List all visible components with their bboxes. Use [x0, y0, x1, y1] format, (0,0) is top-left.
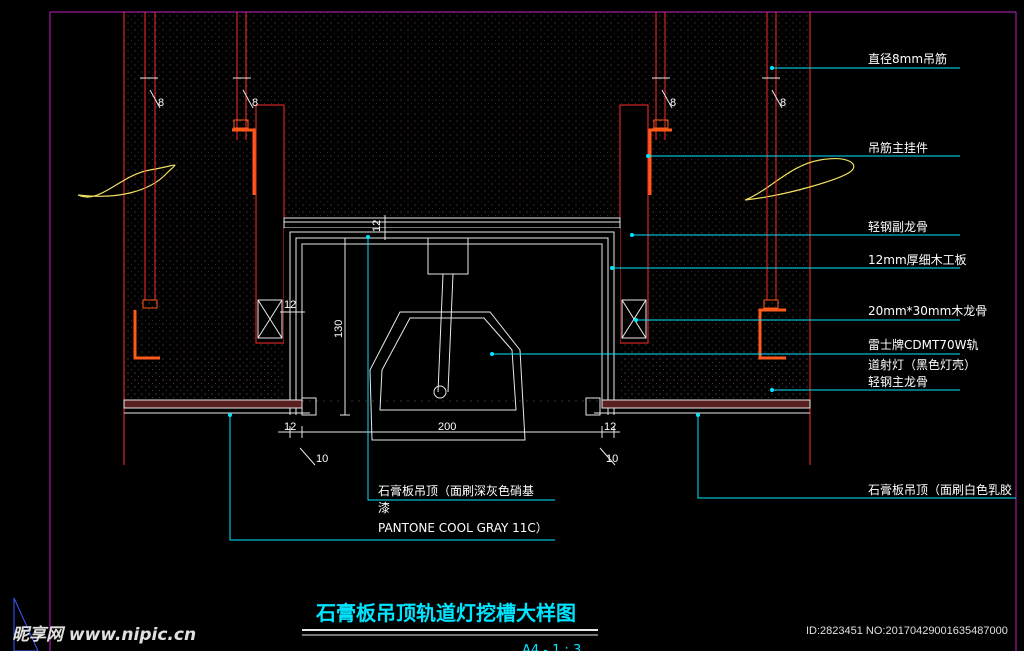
dimension-labels: 8 8 8 8 12 130 12 200 12 12 10 10 — [158, 97, 786, 465]
dim-200: 200 — [438, 421, 456, 433]
dimensions — [140, 77, 783, 466]
dim-10-left: 10 — [316, 453, 328, 465]
callout-lamp-line2: 道射灯（黑色灯壳） — [868, 357, 976, 372]
break-line-right — [744, 158, 855, 201]
light-slot — [283, 217, 621, 415]
dim-130: 130 — [333, 320, 345, 338]
callout-ceiling-right: 石膏板吊顶（面刷白色乳胶 — [868, 482, 1012, 497]
callout-wood-keel: 20mm*30mm木龙骨 — [868, 304, 987, 318]
dim-rod-3: 8 — [670, 97, 676, 109]
callout-ceiling-left-line3: PANTONE COOL GRAY 11C） — [378, 521, 548, 535]
drawing-title: 石膏板吊顶轨道灯挖槽大样图 — [315, 601, 576, 625]
break-line-left — [77, 164, 176, 198]
watermark-brand: 昵享网 www.nipic.cn — [12, 625, 197, 645]
dim-12-right: 12 — [604, 421, 616, 433]
callout-keel-main: 轻钢主龙骨 — [868, 375, 928, 389]
title-block: 石膏板吊顶轨道灯挖槽大样图 A4 - 1 : 3 — [302, 601, 598, 651]
dim-12-top: 12 — [371, 220, 383, 232]
callout-keel-light: 轻钢副龙骨 — [868, 220, 928, 234]
gypsum-ceiling — [123, 358, 811, 416]
callout-ceiling-left-line1: 石膏板吊顶（面刷深灰色硝基 — [378, 483, 534, 498]
callout-board: 12mm厚细木工板 — [868, 253, 967, 267]
callout-hanger: 吊筋主挂件 — [868, 140, 928, 155]
dim-12-left: 12 — [284, 421, 296, 433]
drawing-scale: A4 - 1 : 3 — [522, 643, 581, 651]
callout-rod: 直径8mm吊筋 — [868, 51, 947, 66]
track-light — [369, 237, 526, 441]
watermark-meta: ID:2823451 NO:20170429001635487000 — [806, 625, 1008, 637]
dim-rod-4: 8 — [780, 97, 786, 109]
callout-lamp-line1: 雷士牌CDMT70W轨 — [868, 338, 978, 352]
dim-rod-2: 8 — [252, 97, 258, 109]
callout-labels: 直径8mm吊筋 吊筋主挂件 轻钢副龙骨 12mm厚细木工板 20mm*30mm木… — [378, 51, 1012, 535]
callout-ceiling-left-line2: 漆 — [378, 501, 390, 515]
leaders — [228, 66, 1016, 541]
dim-12-side: 12 — [284, 299, 296, 311]
keel-frame — [255, 104, 649, 344]
corner-mark — [13, 598, 38, 651]
dim-10-right: 10 — [606, 453, 618, 465]
dim-rod-1: 8 — [158, 97, 164, 109]
